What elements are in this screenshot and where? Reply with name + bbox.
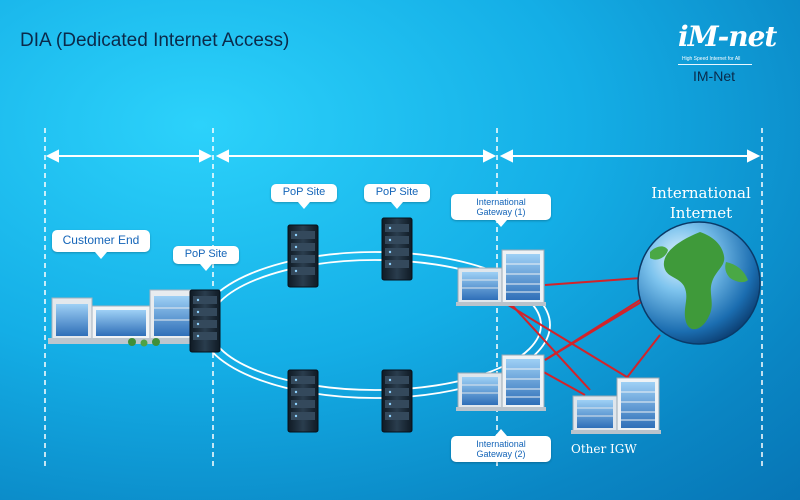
link-gw1-other-igw-2: [499, 299, 641, 386]
logo-mark: iM-net: [678, 20, 777, 53]
callout-customer-end: Customer End: [52, 230, 150, 259]
gateway-1-line-1: International: [476, 197, 526, 207]
label-other-igw: Other IGW: [571, 442, 637, 456]
link-gw2-other-igw: [539, 369, 586, 396]
link-cross: [544, 299, 641, 361]
server-rack-icon-access: [189, 289, 221, 353]
logo-name: IM-Net: [693, 68, 735, 84]
boundary-lines: [44, 128, 763, 468]
server-rack-icon-top-right: [381, 217, 413, 281]
callout-pop-site-top-left: PoP Site: [271, 184, 337, 209]
logo-tagline: High Speed Internet for All: [682, 56, 741, 62]
server-rack-icon-bottom-right: [381, 369, 413, 433]
gateway-building-icon-2: [455, 354, 547, 412]
label-international-internet: International Internet: [626, 183, 776, 223]
callout-pop-site-top-right: PoP Site: [364, 184, 430, 209]
span-arrow-customer: [45, 149, 213, 163]
other-igw-building-icon: [570, 377, 662, 435]
logo-divider: [678, 64, 752, 65]
callout-gateway-2: International Gateway (2): [451, 429, 551, 462]
callout-pop-site-access: PoP Site: [173, 246, 239, 271]
link-other-igw-internet: [624, 334, 661, 381]
gateway-2-line-2: Gateway (2): [476, 449, 526, 459]
gateway-1-line-2: Gateway (1): [476, 207, 526, 217]
gateway-building-icon-1: [455, 249, 547, 307]
server-rack-icon-top-left: [287, 224, 319, 288]
link-gw1-internet: [544, 277, 643, 286]
span-arrow-backbone: [215, 149, 497, 163]
span-arrow-internet: [499, 149, 761, 163]
callout-gateway-1: International Gateway (1): [451, 194, 551, 227]
page-title: DIA (Dedicated Internet Access): [20, 30, 290, 51]
gateway-2-line-1: International: [476, 439, 526, 449]
customer-building-icon: [48, 289, 200, 347]
globe-icon: [637, 221, 761, 345]
span-arrows: [45, 149, 761, 163]
internet-links: [499, 277, 661, 396]
server-rack-icon-bottom-left: [287, 369, 319, 433]
international-internet-line-1: International: [651, 184, 751, 202]
international-internet-line-2: Internet: [669, 204, 733, 222]
im-net-logo: iM-net High Speed Internet for All IM-Ne…: [660, 18, 780, 94]
